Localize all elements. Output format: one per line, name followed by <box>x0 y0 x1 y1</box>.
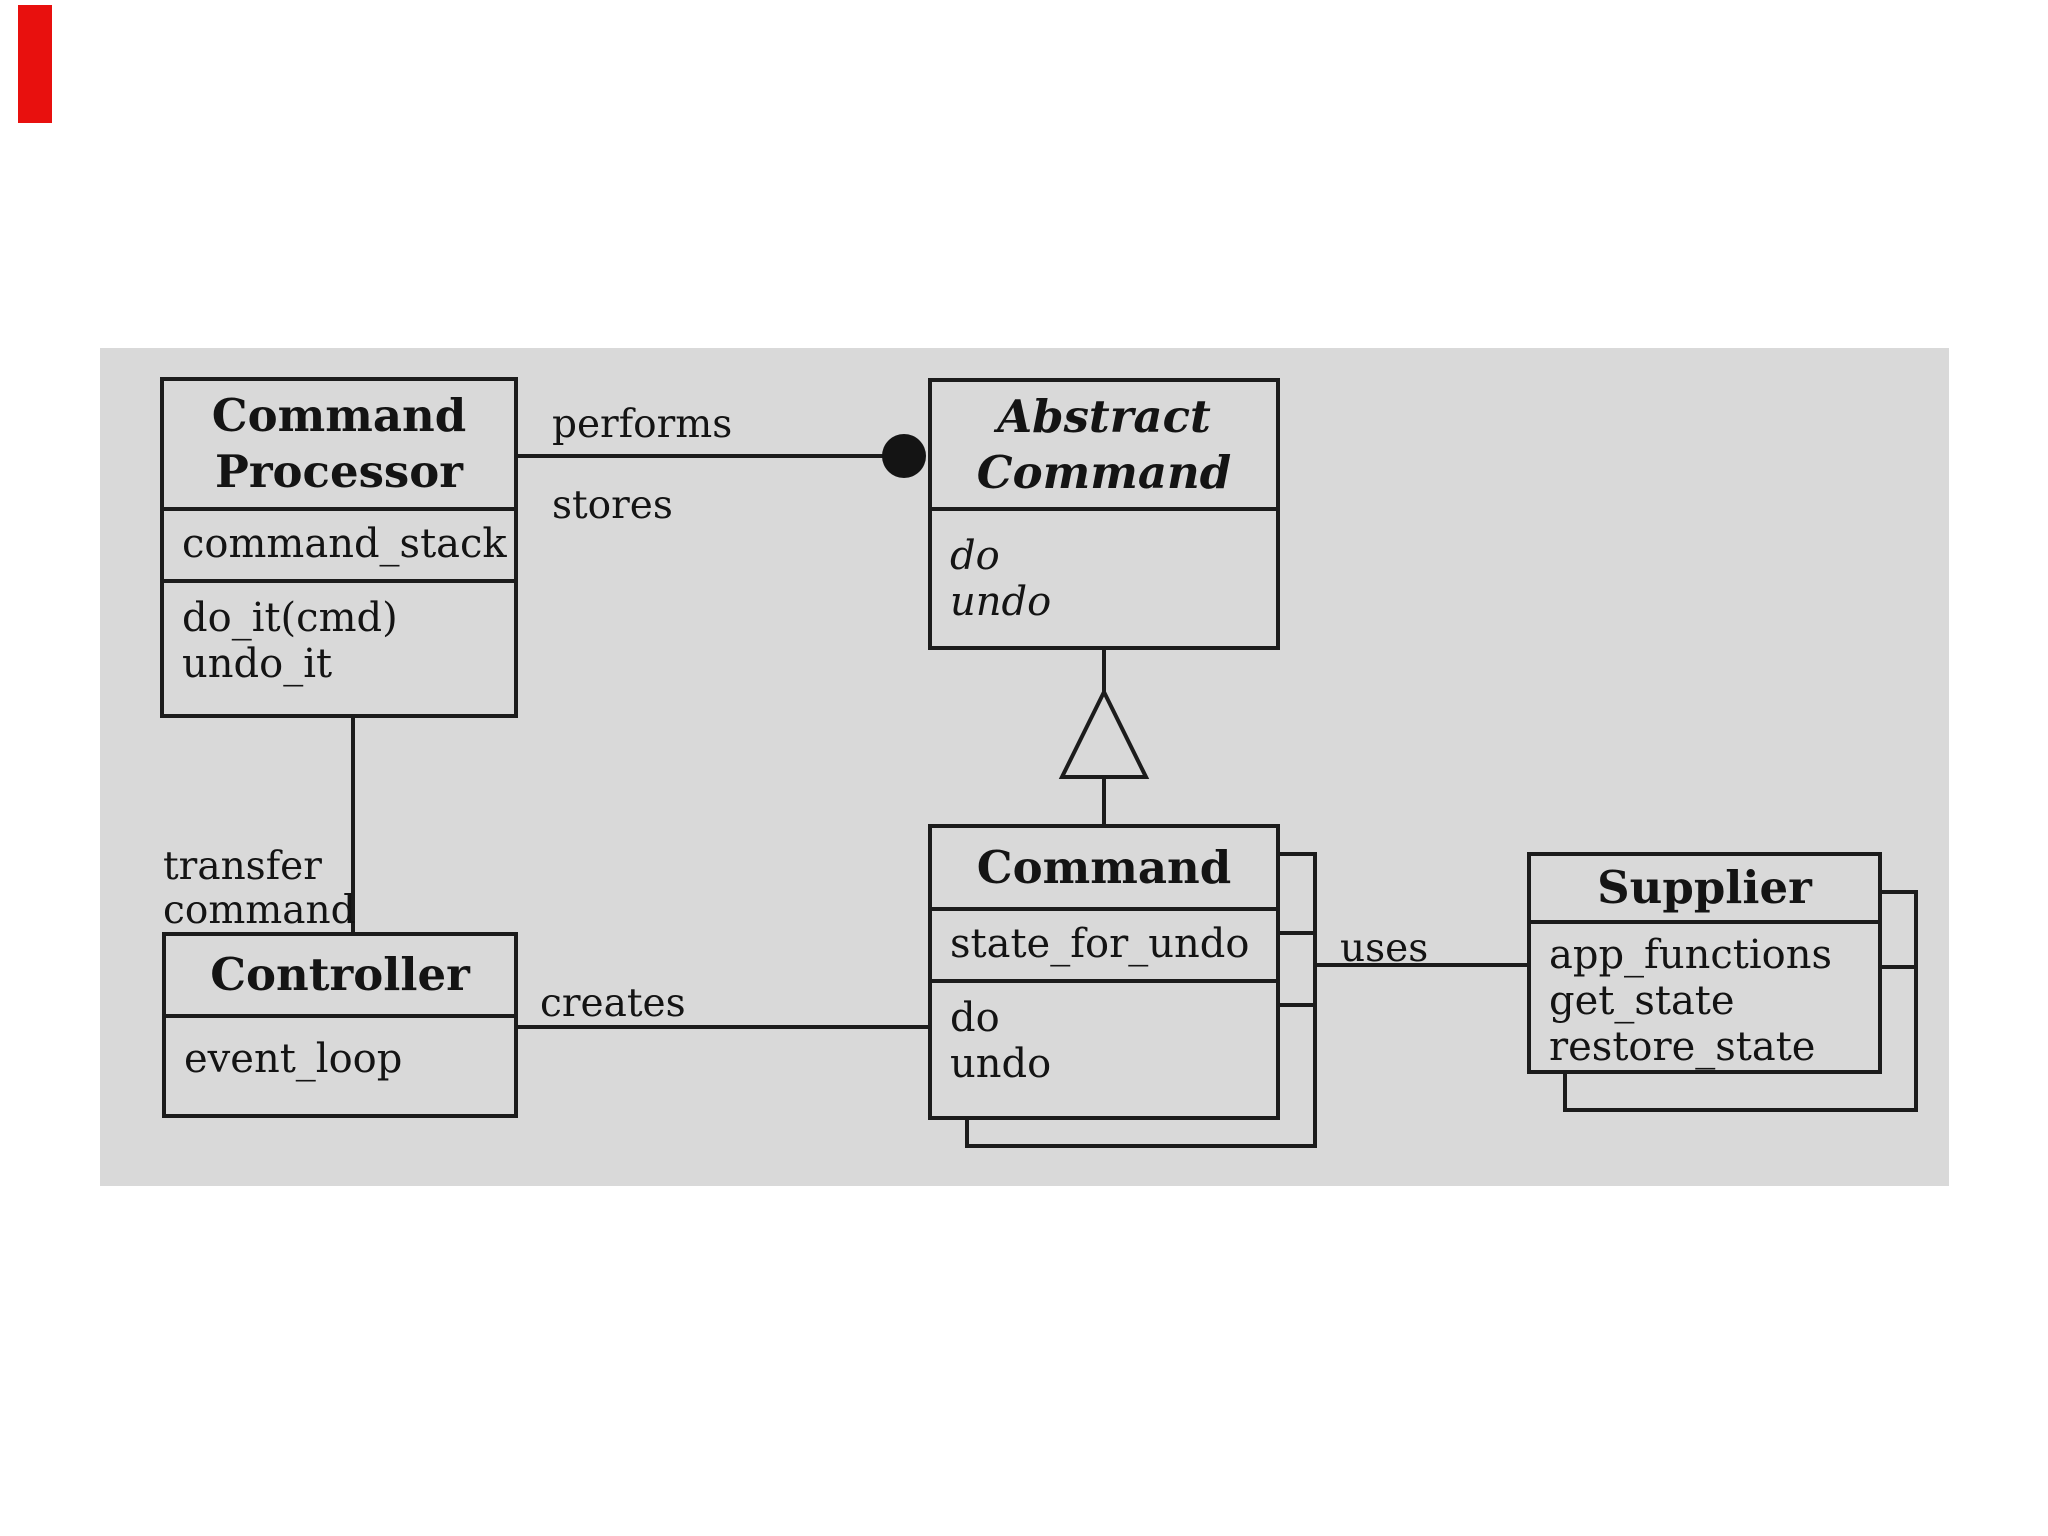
transfer-command-label: transfer command <box>163 845 356 933</box>
operation-item: undo <box>950 1041 1052 1087</box>
stores-label: stores <box>552 483 673 528</box>
command-title: Command <box>932 828 1276 907</box>
command-processor-operations: do_it(cmd) undo_it <box>164 579 514 714</box>
supplier-operations: app_functions get_state restore_state <box>1531 920 1878 1070</box>
operation-item: get_state <box>1549 978 1735 1024</box>
creates-label: creates <box>540 981 686 1026</box>
command-operations: do undo <box>932 979 1276 1116</box>
abstract-command-operations: do undo <box>932 507 1276 646</box>
class-box-controller: Controller event_loop <box>162 932 518 1118</box>
class-box-command-processor: Command Processor command_stack do_it(cm… <box>160 377 518 718</box>
aggregation-circle <box>882 434 926 478</box>
controller-title: Controller <box>166 936 514 1014</box>
operation-item: do <box>950 533 1000 579</box>
operation-item: undo_it <box>182 641 333 687</box>
abstract-command-title: Abstract Command <box>932 382 1276 507</box>
command-processor-title: Command Processor <box>164 381 514 507</box>
class-box-command: Command state_for_undo do undo <box>928 824 1280 1120</box>
title-line: Controller <box>210 948 470 1001</box>
title-line: Supplier <box>1597 861 1812 914</box>
operation-item: do <box>950 995 1000 1041</box>
operation-item: app_functions <box>1549 932 1833 978</box>
class-box-abstract-command: Abstract Command do undo <box>928 378 1280 650</box>
operation-item: restore_state <box>1549 1024 1816 1070</box>
title-line: Command <box>976 840 1232 894</box>
command-attributes: state_for_undo <box>932 907 1276 979</box>
attribute-item: state_for_undo <box>950 921 1250 967</box>
supplier-title: Supplier <box>1531 856 1878 920</box>
attribute-item: event_loop <box>184 1036 403 1082</box>
title-line: Processor <box>215 445 463 498</box>
command-processor-attributes: command_stack <box>164 507 514 579</box>
attribute-item: command_stack <box>182 521 507 567</box>
title-line: Abstract <box>997 389 1211 443</box>
title-line: Command <box>976 445 1232 499</box>
inheritance-triangle <box>1058 687 1150 779</box>
operation-item: undo <box>950 579 1052 625</box>
class-box-supplier: Supplier app_functions get_state restore… <box>1527 852 1882 1074</box>
operation-item: do_it(cmd) <box>182 595 398 641</box>
red-scan-mark <box>18 5 52 123</box>
controller-attributes: event_loop <box>166 1014 514 1114</box>
title-line: Command <box>211 389 467 442</box>
performs-label: performs <box>552 402 733 447</box>
transfer-label-line: command <box>163 888 356 933</box>
transfer-label-line: transfer <box>163 844 322 889</box>
uses-label: uses <box>1340 926 1429 971</box>
